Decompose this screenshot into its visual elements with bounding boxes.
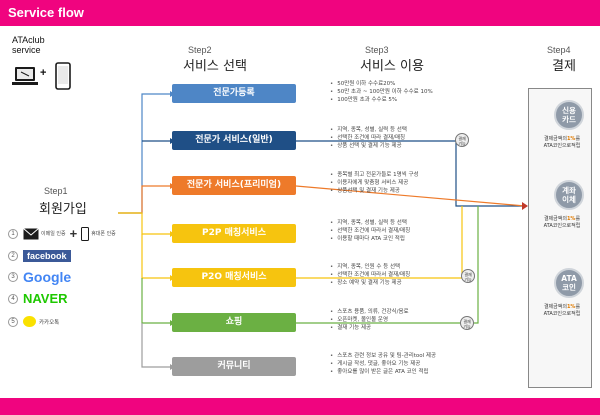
feature-item: 50만원 이하 수수료20% xyxy=(330,80,433,88)
service-expert-register[interactable]: 전문가등록 xyxy=(172,84,296,103)
email-auth-label: 이메일 인증 xyxy=(41,231,66,237)
payment-node-p2o: 결재 기능 xyxy=(461,269,475,283)
features-expert-general: 지역, 종목, 성별, 실력 등 선택 선택한 조건에 따라 결재/매칭 상품 … xyxy=(330,126,407,150)
method-number: 3 xyxy=(8,272,18,282)
signup-google[interactable]: 3 Google xyxy=(8,269,71,285)
google-logo: Google xyxy=(23,269,72,285)
feature-item: 지역, 종목, 성별, 실력 등 선택 xyxy=(330,219,410,227)
features-p2o: 지역, 종목, 인원 수 등 선택 선택한 조건에 따라서 결재/매칭 장소 예… xyxy=(330,263,410,287)
feature-item: 선택한 조건에 따라 결재/매칭 xyxy=(330,134,407,142)
note-text: 를 xyxy=(575,304,581,310)
mobile-icon xyxy=(81,226,90,241)
pay-ata-coin-note: 결제금액의1%를 ATA코인으로적립 xyxy=(534,304,590,318)
brand-label: ATAclub service xyxy=(12,35,45,55)
feature-item: 종목별 최고 전문가들로 1명씩 구성 xyxy=(330,171,418,179)
feature-item: 상품선택 및 결재 기능 제공 xyxy=(330,187,419,195)
pay-credit-card-note: 결제금액의1%를 ATA코인으로적립 xyxy=(534,136,590,150)
step3-title: 서비스 이용 xyxy=(360,59,424,74)
pay-bank-transfer-note: 결제금액의1%를 ATA코인으로적립 xyxy=(534,216,590,230)
feature-item: 50만 초과 ~ 100만원 이하 수수료 10% xyxy=(330,88,432,96)
feature-item: 이용자에게 맞춤형 서비스 제공 xyxy=(330,179,419,187)
method-number: 5 xyxy=(8,316,18,327)
signup-naver[interactable]: 4 NAVER xyxy=(8,291,68,306)
header-bar: Service flow xyxy=(0,0,600,26)
feature-item: 선택한 조건에 따라서 결재/매칭 xyxy=(330,227,410,235)
signup-facebook[interactable]: 2 facebook xyxy=(8,250,71,262)
feature-item: 장소 예약 및 결재 기능 제공 xyxy=(330,279,410,287)
note-text: ATA코인으로적립 xyxy=(543,143,581,149)
note-percent: 1% xyxy=(566,304,576,310)
feature-item: 이용할 때마다 ATA 코인 적립 xyxy=(330,235,410,243)
feature-item: 게시글 작성, 댓글, 좋아요 기능 제공 xyxy=(330,360,436,368)
footer-bar xyxy=(0,398,600,415)
signup-email-phone[interactable]: 1 이메일 인증 + 휴대폰 인증 xyxy=(8,226,116,241)
note-text: ATA코인으로적립 xyxy=(543,223,581,229)
kakao-icon xyxy=(23,316,36,327)
note-percent: 1% xyxy=(566,216,576,222)
feature-item: 좋아요를 많이 받은 글은 ATA 코인 적립 xyxy=(330,368,436,376)
note-text: ATA코인으로적립 xyxy=(543,311,581,317)
step2-title: 서비스 선택 xyxy=(183,59,247,74)
feature-item: 결재 기능 제공 xyxy=(330,324,409,332)
method-plus: + xyxy=(69,226,78,241)
service-p2p-matching[interactable]: P2P 매칭서비스 xyxy=(172,224,296,243)
step1-label: Step1 xyxy=(44,186,68,196)
payment-node-general: 결재 기능 xyxy=(455,133,469,147)
note-text: 를 xyxy=(575,136,581,142)
envelope-icon xyxy=(23,227,39,239)
feature-item: 지역, 종목, 인원 수 등 선택 xyxy=(330,263,410,271)
payment-panel xyxy=(528,88,592,388)
step4-label: Step4 xyxy=(547,45,571,55)
features-expert-register: 50만원 이하 수수료20% 50만 초과 ~ 100만원 이하 수수료 10%… xyxy=(330,80,433,104)
service-p2o-matching[interactable]: P2O 매칭서비스 xyxy=(172,268,296,287)
naver-logo: NAVER xyxy=(23,291,68,306)
device-plus: + xyxy=(40,67,47,79)
feature-item: 지역, 종목, 성별, 실력 등 선택 xyxy=(330,126,407,134)
step4-title: 결제 xyxy=(552,59,576,74)
phone-auth-label: 휴대폰 인증 xyxy=(91,231,116,237)
payment-node-shop: 결재 기능 xyxy=(460,316,474,330)
step1-title: 회원가입 xyxy=(39,202,87,217)
method-number: 2 xyxy=(8,251,18,261)
pay-ata-coin[interactable]: ATA 코인 xyxy=(554,268,584,298)
page-title: Service flow xyxy=(8,5,84,20)
feature-item: 상품 선택 및 결제 기능 제공 xyxy=(330,142,407,150)
features-shopping: 스포츠 용품, 의류, 건강식/음료 오픈마켓, 몰인몰 운영 결재 기능 제공 xyxy=(330,308,409,332)
note-text: 를 xyxy=(575,216,581,222)
signup-kakao[interactable]: 5 카카오톡 xyxy=(8,316,59,327)
brand-line1: ATAclub xyxy=(12,35,45,45)
feature-item: 오픈마켓, 몰인몰 운영 xyxy=(330,316,409,324)
note-text: 결제금액의 xyxy=(543,136,567,142)
pay-bank-transfer[interactable]: 계좌 이체 xyxy=(554,180,584,210)
method-number: 1 xyxy=(8,228,18,239)
service-community[interactable]: 커뮤니티 xyxy=(172,357,296,376)
kakao-label: 카카오톡 xyxy=(39,319,60,326)
features-p2p: 지역, 종목, 성별, 실력 등 선택 선택한 조건에 따라서 결재/매칭 이용… xyxy=(330,219,410,243)
service-shopping[interactable]: 쇼핑 xyxy=(172,313,296,332)
brand-line2: service xyxy=(12,45,41,55)
features-expert-premium: 종목별 최고 전문가들로 1명씩 구성 이용자에게 맞춤형 서비스 제공 상품선… xyxy=(330,171,419,195)
phone-icon xyxy=(55,62,71,90)
note-text: 결제금액의 xyxy=(543,304,567,310)
note-text: 결제금액의 xyxy=(543,216,567,222)
laptop-icon xyxy=(12,67,38,85)
pay-credit-card[interactable]: 신용 카드 xyxy=(554,100,584,130)
feature-item: 스포츠 관련 정보 공유 및 팀-관리tool 제공 xyxy=(330,352,436,360)
service-expert-premium[interactable]: 전문가 서비스(프리미엄) xyxy=(172,176,296,195)
features-community: 스포츠 관련 정보 공유 및 팀-관리tool 제공 게시글 작성, 댓글, 좋… xyxy=(330,352,436,376)
step3-label: Step3 xyxy=(365,45,389,55)
feature-item: 선택한 조건에 따라서 결재/매칭 xyxy=(330,271,410,279)
service-expert-general[interactable]: 전문가 서비스(일반) xyxy=(172,131,296,150)
note-percent: 1% xyxy=(566,136,576,142)
feature-item: 스포츠 용품, 의류, 건강식/음료 xyxy=(330,308,408,316)
facebook-logo: facebook xyxy=(23,250,71,262)
feature-item: 100만원 초과 수수료 5% xyxy=(330,96,433,104)
method-number: 4 xyxy=(8,293,18,304)
step2-label: Step2 xyxy=(188,45,212,55)
